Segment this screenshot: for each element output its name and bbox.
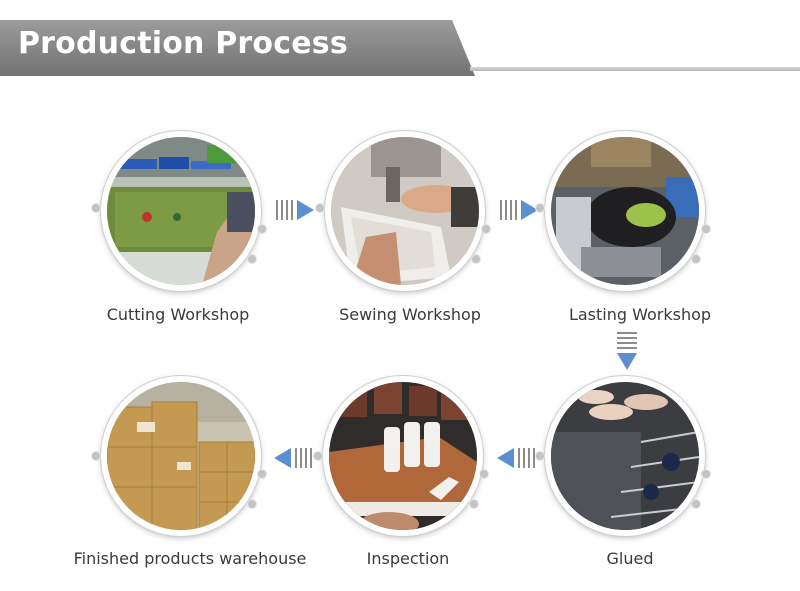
connector-dot [92, 452, 100, 460]
lasting-machine-image [551, 137, 699, 285]
connector-dot [482, 225, 490, 233]
warehouse-boxes-image [107, 382, 255, 530]
step-cutting-workshop-label: Cutting Workshop [106, 305, 250, 324]
gluing-line-image [551, 382, 699, 530]
step-inspection-label: Inspection [366, 549, 450, 568]
right-arrow-icon [500, 200, 538, 220]
connector-dot [258, 470, 266, 478]
step-sewing-workshop-photo [325, 131, 485, 291]
left-arrow-icon [274, 448, 312, 468]
connector-dot [692, 255, 700, 263]
connector-dot [248, 255, 256, 263]
connector-dot [702, 225, 710, 233]
header-band [0, 20, 475, 76]
down-arrow-icon [617, 332, 637, 370]
step-inspection-photo [323, 376, 483, 536]
connector-dot [480, 470, 488, 478]
step-glued-photo [545, 376, 705, 536]
page-title: Production Process [18, 26, 348, 61]
connector-dot [470, 500, 478, 508]
cutting-machine-image [107, 137, 255, 285]
connector-dot [472, 255, 480, 263]
step-lasting-workshop-photo [545, 131, 705, 291]
right-arrow-icon [276, 200, 314, 220]
connector-dot [314, 452, 322, 460]
connector-dot [536, 204, 544, 212]
sewing-machine-image [331, 137, 479, 285]
header-rule [470, 67, 800, 71]
step-cutting-workshop-photo [101, 131, 261, 291]
connector-dot [258, 225, 266, 233]
connector-dot [92, 204, 100, 212]
step-sewing-workshop-label: Sewing Workshop [339, 305, 481, 324]
connector-dot [316, 204, 324, 212]
step-glued-label: Glued [606, 549, 654, 568]
step-warehouse-photo [101, 376, 261, 536]
left-arrow-icon [497, 448, 535, 468]
connector-dot [248, 500, 256, 508]
inspection-shoes-image [329, 382, 477, 530]
connector-dot [536, 452, 544, 460]
connector-dot [702, 470, 710, 478]
connector-dot [692, 500, 700, 508]
step-lasting-workshop-label: Lasting Workshop [568, 305, 712, 324]
step-warehouse-label: Finished products warehouse [73, 549, 307, 568]
